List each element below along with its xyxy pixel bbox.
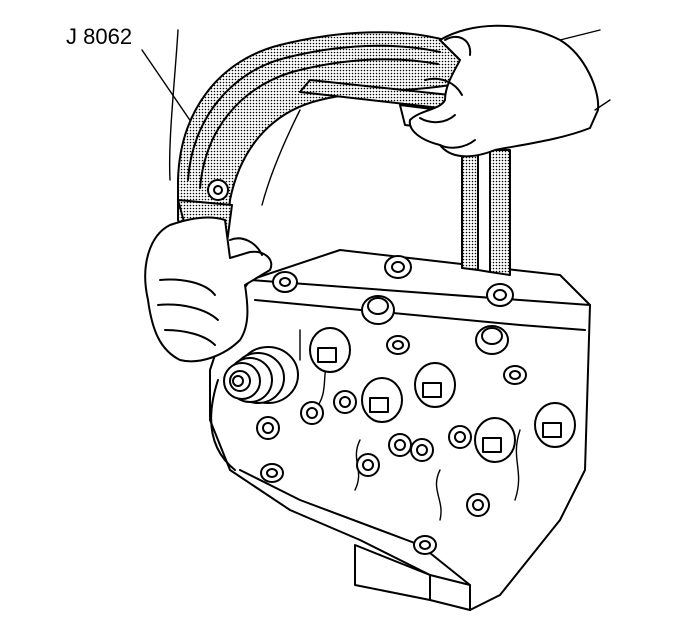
sleeve-lines: [168, 29, 611, 206]
support-block: [354, 544, 471, 611]
tool-callout-label: J 8062: [66, 24, 133, 49]
valve-collars: [361, 295, 509, 355]
head-holes: [256, 390, 490, 517]
compressor-tool-leg: [461, 149, 511, 276]
head-bolt-bosses: [260, 255, 527, 555]
valve-spring-assembly: [223, 346, 299, 404]
port-wells: [309, 327, 576, 463]
left-hand: [144, 216, 273, 363]
callout-leader-line: [141, 49, 199, 133]
